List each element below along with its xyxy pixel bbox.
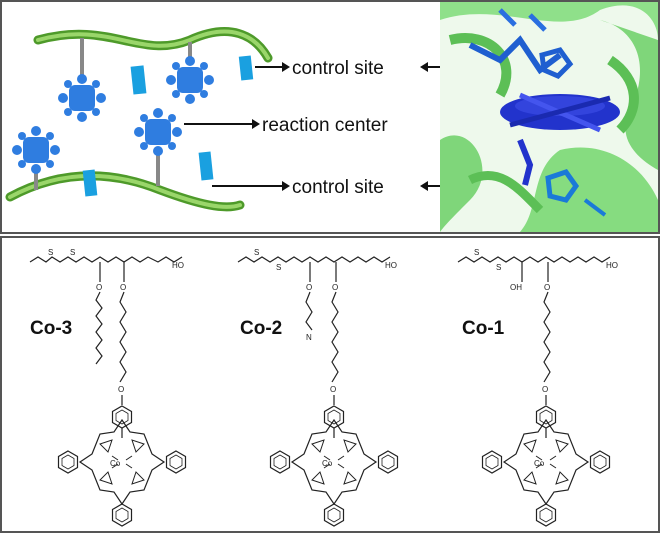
arrowhead xyxy=(252,119,260,129)
atom-ho: HO xyxy=(385,261,397,270)
control-block xyxy=(130,65,147,95)
atom-o: O xyxy=(544,283,550,292)
atom-s: S xyxy=(474,248,479,257)
compound-label-co-2: Co-2 xyxy=(240,318,282,339)
atom-o: O xyxy=(306,283,312,292)
porphyrin-unit xyxy=(166,56,214,104)
atom-s: S xyxy=(48,248,53,257)
label-control-site-bottom: control site xyxy=(292,177,384,198)
compound-label-co-1: Co-1 xyxy=(462,318,505,339)
atom-s: S xyxy=(70,248,75,257)
atom-s: S xyxy=(254,248,259,257)
atom-s: S xyxy=(276,263,281,272)
atom-ho: HO xyxy=(606,261,618,270)
arrowhead xyxy=(420,181,428,191)
atom-co: Co xyxy=(110,459,121,468)
atom-n: N xyxy=(306,333,312,342)
arrowhead xyxy=(282,62,290,72)
structure-co-1: S S HO OH O O Co Co-1 xyxy=(457,248,618,527)
porphyrin-unit xyxy=(134,108,182,156)
atom-o: O xyxy=(332,283,338,292)
porphyrin-unit xyxy=(58,74,106,122)
structure-co-2: S S HO O O N O Co Co-2 xyxy=(237,248,399,527)
atom-co: Co xyxy=(534,459,545,468)
atom-ho: HO xyxy=(172,261,184,270)
porphyrin-unit xyxy=(12,126,60,174)
atom-co: Co xyxy=(322,459,333,468)
structure-co-3: S S HO O O O Co Co-3 xyxy=(29,248,187,527)
control-block xyxy=(198,151,214,181)
arrowhead xyxy=(420,62,428,72)
atom-o: O xyxy=(96,283,102,292)
atom-oh: OH xyxy=(510,283,522,292)
atom-o: O xyxy=(120,283,126,292)
label-reaction-center: reaction center xyxy=(262,115,388,136)
compound-label-co-3: Co-3 xyxy=(30,318,72,339)
backbone-top-highlight xyxy=(36,29,270,60)
atom-o: O xyxy=(118,385,124,394)
bottom-panel-frame xyxy=(0,236,660,533)
control-block xyxy=(238,55,254,81)
label-control-site-top: control site xyxy=(292,58,384,79)
control-block xyxy=(82,169,98,197)
atom-s: S xyxy=(496,263,501,272)
atom-o: O xyxy=(542,385,548,394)
arrowhead xyxy=(282,181,290,191)
backbone-bottom-highlight xyxy=(8,173,242,209)
protein-structure-image xyxy=(440,2,658,232)
atom-o: O xyxy=(330,385,336,394)
